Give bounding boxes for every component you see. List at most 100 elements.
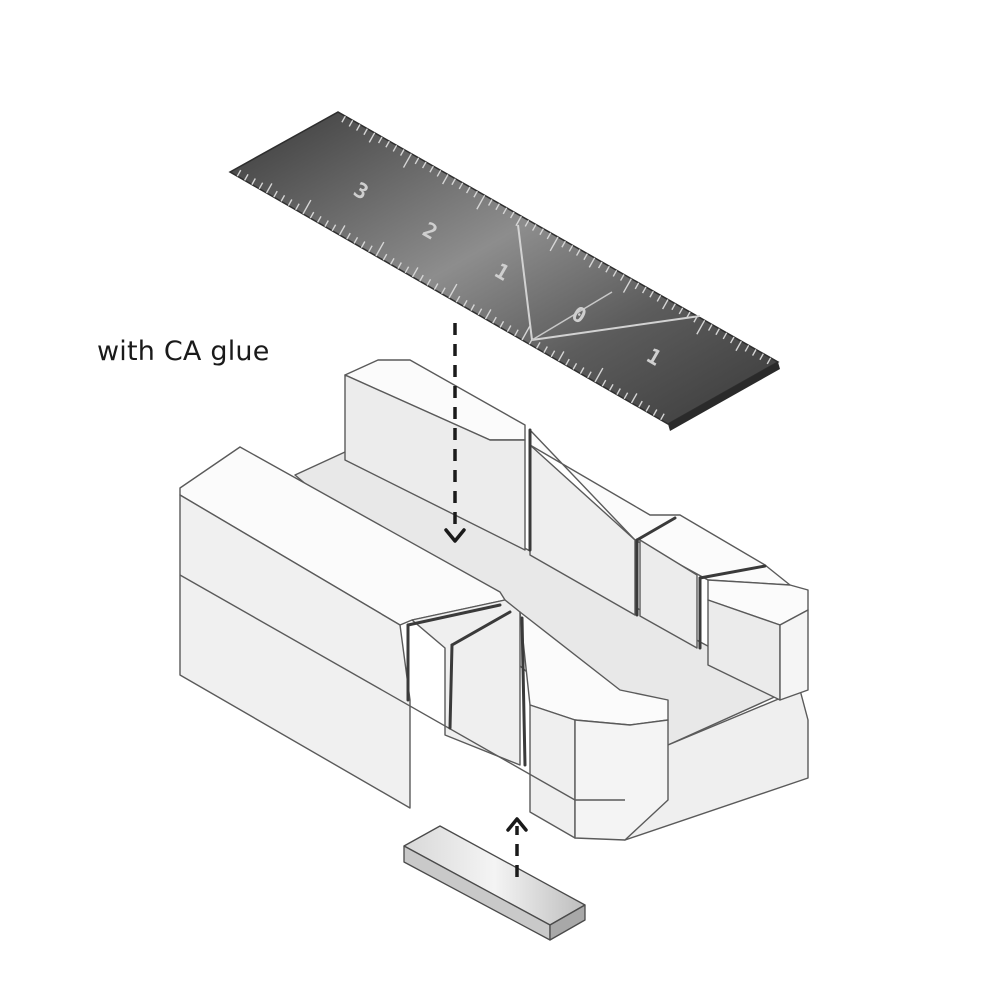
front-wall-seg2 bbox=[411, 599, 521, 766]
ruler-tick bbox=[608, 383, 614, 391]
ruler-tick bbox=[616, 388, 621, 395]
arrow-block-up bbox=[506, 817, 528, 877]
ruler-tick bbox=[759, 353, 764, 361]
ruler-tick bbox=[575, 249, 581, 256]
glue-label: with CA glue bbox=[97, 336, 270, 367]
ruler-tick bbox=[442, 174, 449, 185]
ruler-tick bbox=[414, 157, 420, 165]
ruler-tick bbox=[236, 169, 242, 177]
ruler-tick bbox=[389, 257, 395, 265]
ruler-tick bbox=[634, 282, 640, 290]
back-wall-seg2 bbox=[639, 539, 698, 649]
ruler-tick bbox=[355, 124, 361, 131]
ruler-tick bbox=[660, 413, 665, 421]
ruler-tick bbox=[549, 236, 559, 252]
ruler-edge bbox=[668, 362, 780, 431]
ruler-tick bbox=[360, 241, 366, 248]
ruler-tick bbox=[630, 393, 638, 404]
ruler-tick bbox=[515, 215, 522, 227]
ruler-tick bbox=[751, 349, 757, 356]
base-seam bbox=[179, 574, 576, 801]
ruler-tick bbox=[302, 199, 312, 215]
ruler-tick bbox=[324, 220, 329, 227]
ruler-tick bbox=[251, 178, 256, 185]
ruler-tick bbox=[565, 358, 570, 366]
ruler-tick bbox=[397, 262, 402, 269]
ruler-tick bbox=[656, 294, 662, 302]
ruler-tick bbox=[722, 332, 728, 340]
ruler-tick bbox=[382, 253, 388, 261]
ruler-tick bbox=[594, 367, 604, 383]
ruler-tick bbox=[429, 165, 434, 173]
ruler-tick bbox=[404, 266, 410, 274]
ruler-tick bbox=[735, 340, 742, 352]
front-wall-end bbox=[574, 719, 669, 841]
ruler-tick bbox=[638, 400, 643, 408]
ruler-tick bbox=[331, 224, 337, 232]
ruler-angle-line bbox=[531, 315, 701, 341]
arrow-ruler-down bbox=[444, 323, 466, 543]
ruler-tick bbox=[411, 267, 419, 278]
ruler-tick bbox=[744, 344, 750, 352]
ruler-tick bbox=[492, 316, 497, 324]
ruler-tick bbox=[671, 303, 676, 311]
ruler-tick bbox=[477, 308, 483, 316]
ruler-tick bbox=[623, 392, 629, 400]
ruler-tick bbox=[484, 309, 492, 320]
ruler-tick bbox=[258, 182, 264, 190]
ruler-tick bbox=[641, 286, 647, 294]
ruler-tick bbox=[455, 295, 461, 303]
saw-slot bbox=[450, 610, 512, 647]
ruler-tick bbox=[419, 274, 424, 282]
ruler-tick bbox=[588, 257, 596, 268]
ruler-tick bbox=[662, 299, 669, 310]
ruler-tick bbox=[309, 211, 315, 219]
ruler-tick bbox=[377, 136, 383, 144]
ruler-tick bbox=[524, 219, 530, 227]
ruler-tick bbox=[287, 199, 293, 206]
ruler-tick bbox=[436, 169, 442, 177]
back-wall-end bbox=[779, 609, 809, 701]
saw-slot bbox=[406, 603, 502, 627]
ruler-tick bbox=[583, 253, 588, 261]
ruler-tick bbox=[645, 404, 651, 412]
ruler-tick bbox=[729, 336, 735, 344]
ruler-tick bbox=[451, 178, 456, 186]
arrow-head-up-icon bbox=[506, 817, 528, 832]
saw-slots bbox=[406, 428, 767, 767]
ruler-tick bbox=[605, 265, 610, 273]
ruler-tick bbox=[392, 144, 398, 152]
ruler-tick bbox=[433, 283, 439, 290]
ruler-tick bbox=[399, 149, 405, 156]
ruler-tick bbox=[543, 346, 548, 353]
ruler-tick bbox=[341, 115, 346, 123]
ruler-tick bbox=[348, 119, 354, 127]
ruler-tick bbox=[487, 199, 493, 206]
ruler-angle-line bbox=[531, 291, 613, 341]
ruler-tick bbox=[514, 329, 519, 337]
ruler-tick bbox=[280, 194, 286, 202]
ruler-tick bbox=[546, 232, 552, 240]
saw-slot bbox=[635, 516, 677, 542]
ruler-tick bbox=[579, 367, 585, 374]
ruler-tick bbox=[587, 371, 592, 379]
ruler-tick bbox=[448, 283, 458, 299]
ruler-tick bbox=[696, 319, 706, 335]
ruler-tick bbox=[509, 211, 515, 219]
ruler-tick bbox=[368, 132, 376, 143]
ruler-tick bbox=[476, 194, 486, 210]
back-wall-front bbox=[344, 374, 526, 551]
ruler-tick bbox=[521, 325, 531, 341]
stop-block-end bbox=[549, 904, 586, 941]
ruler-tick bbox=[601, 379, 607, 387]
ruler-tick bbox=[715, 328, 720, 336]
ruler-tick bbox=[421, 161, 427, 169]
ruler-ticks bbox=[236, 115, 772, 421]
ruler-tick bbox=[273, 190, 278, 198]
ruler-tick bbox=[619, 274, 625, 281]
ruler-tick bbox=[375, 241, 385, 257]
miter-box bbox=[179, 359, 809, 841]
ruler-tick bbox=[470, 304, 475, 311]
ruler-tick bbox=[441, 287, 446, 295]
